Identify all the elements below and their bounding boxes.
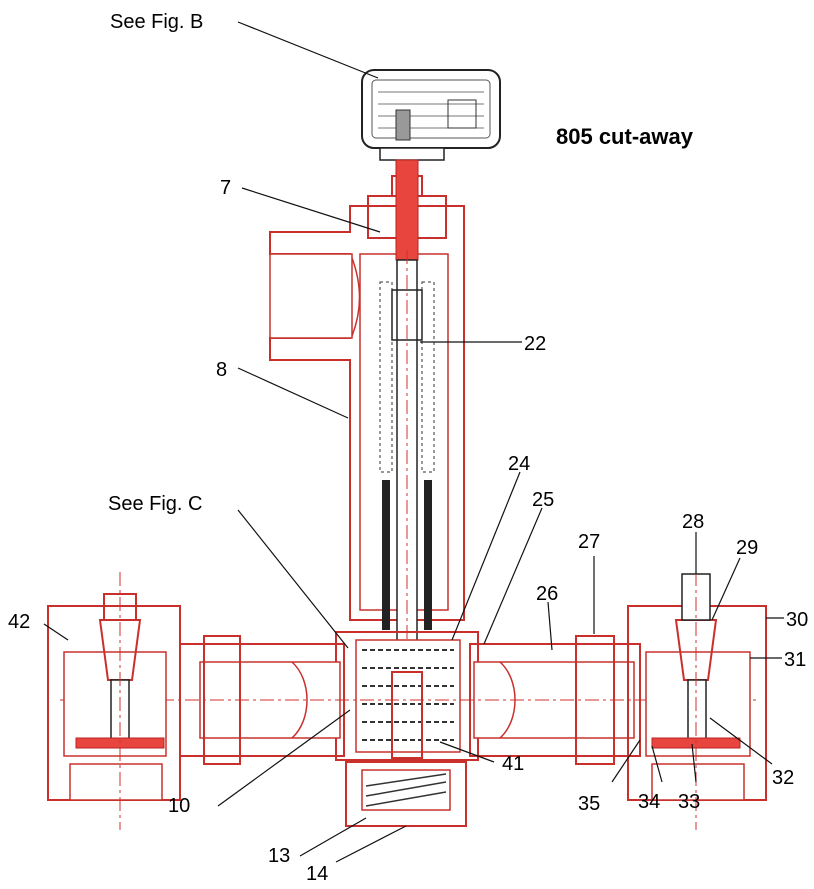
- horizontal-pipe: [60, 635, 760, 765]
- label-13: 13: [268, 845, 290, 867]
- actuator-housing: [361, 69, 501, 161]
- label-33: 33: [678, 791, 700, 813]
- main-spring: [379, 281, 435, 630]
- label-42: 42: [8, 611, 30, 633]
- label-28: 28: [682, 511, 704, 533]
- label-32: 32: [772, 767, 794, 789]
- right-check-valve: [627, 572, 767, 830]
- label-25: 25: [532, 489, 554, 511]
- diagram-title: 805 cut-away: [556, 124, 693, 149]
- upper-body: [269, 205, 465, 621]
- label-10: 10: [168, 795, 190, 817]
- label-8: 8: [216, 359, 227, 381]
- label-31: 31: [784, 649, 806, 671]
- label-27: 27: [578, 531, 600, 553]
- label-34: 34: [638, 791, 660, 813]
- bottom-cap: [345, 761, 467, 827]
- label-35: 35: [578, 793, 600, 815]
- label-26: 26: [536, 583, 558, 605]
- label-see-fig-b: See Fig. B: [110, 11, 203, 33]
- label-see-fig-c: See Fig. C: [108, 493, 202, 515]
- label-22: 22: [524, 333, 546, 355]
- callout-labels: See Fig. B 7 8 22 24 25 See Fig. C 27 28…: [8, 11, 808, 885]
- mixing-chamber: [335, 631, 479, 761]
- leader-lines: [43, 21, 784, 863]
- label-24: 24: [508, 453, 530, 475]
- label-41: 41: [502, 753, 524, 775]
- label-14: 14: [306, 863, 328, 884]
- label-30: 30: [786, 609, 808, 631]
- left-check-valve: [47, 572, 181, 830]
- spindle: [395, 159, 419, 690]
- label-7: 7: [220, 177, 231, 199]
- label-29: 29: [736, 537, 758, 559]
